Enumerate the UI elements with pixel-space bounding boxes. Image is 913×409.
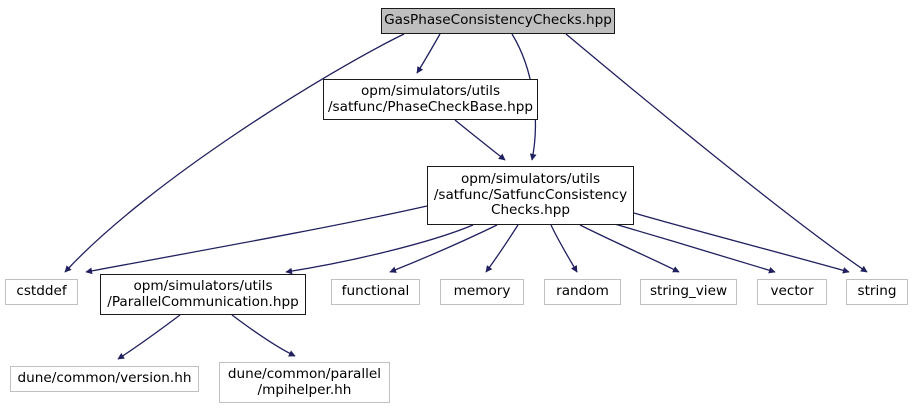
graph-node-label: dune/common/parallel /mpihelper.hh — [227, 366, 382, 398]
graph-node-parallelcomm[interactable]: opm/simulators/utils /ParallelCommunicat… — [100, 274, 306, 315]
graph-edge-satfuncchecks-to-string — [633, 212, 850, 274]
graph-node-memory[interactable]: memory — [440, 279, 524, 305]
graph-edge-phasecheckbase-to-satfuncchecks — [454, 119, 506, 161]
graph-node-vector[interactable]: vector — [757, 279, 827, 305]
graph-node-root[interactable]: GasPhaseConsistencyChecks.hpp — [381, 8, 615, 34]
graph-node-phasecheckbase[interactable]: opm/simulators/utils /satfunc/PhaseCheck… — [323, 79, 538, 120]
graph-node-label: string — [857, 283, 897, 300]
graph-node-label: opm/simulators/utils /satfunc/SatfuncCon… — [433, 171, 628, 219]
graph-node-string[interactable]: string — [846, 279, 908, 305]
graph-edge-root-to-phasecheckbase — [416, 33, 441, 74]
graph-node-label: opm/simulators/utils /satfunc/PhaseCheck… — [327, 83, 534, 115]
graph-edge-satfuncchecks-to-parallelcomm — [285, 224, 474, 275]
graph-edge-satfuncchecks-to-functional — [389, 224, 498, 273]
graph-node-satfuncchecks[interactable]: opm/simulators/utils /satfunc/SatfuncCon… — [427, 166, 634, 225]
graph-edge-root-to-cstddef — [64, 33, 405, 273]
graph-node-label: random — [556, 283, 609, 300]
graph-node-random[interactable]: random — [544, 279, 621, 305]
graph-edge-satfuncchecks-to-random — [550, 224, 578, 273]
graph-node-label: cstddef — [16, 283, 67, 300]
graph-edge-satfuncchecks-to-string_view — [579, 224, 680, 273]
graph-edge-satfuncchecks-to-cstddef — [85, 205, 428, 275]
graph-edge-root-to-string — [565, 33, 868, 273]
graph-node-label: memory — [453, 283, 511, 300]
graph-node-cstddef[interactable]: cstddef — [5, 279, 78, 305]
graph-edge-satfuncchecks-to-vector — [607, 221, 776, 274]
graph-edge-parallelcomm-to-dunempi — [231, 314, 296, 357]
graph-node-label: GasPhaseConsistencyChecks.hpp — [384, 12, 612, 29]
graph-node-label: string_view — [649, 283, 728, 300]
graph-node-label: dune/common/version.hh — [17, 370, 192, 387]
graph-node-functional[interactable]: functional — [331, 279, 420, 305]
graph-node-dunempi[interactable]: dune/common/parallel /mpihelper.hh — [219, 362, 390, 403]
graph-edge-parallelcomm-to-duneversion — [117, 314, 181, 360]
graph-node-duneversion[interactable]: dune/common/version.hh — [10, 366, 199, 392]
graph-node-label: functional — [341, 283, 410, 300]
graph-node-label: opm/simulators/utils /ParallelCommunicat… — [107, 278, 299, 310]
graph-edge-satfuncchecks-to-memory — [485, 224, 519, 273]
graph-node-string_view[interactable]: string_view — [640, 279, 737, 305]
graph-node-label: vector — [770, 283, 814, 300]
